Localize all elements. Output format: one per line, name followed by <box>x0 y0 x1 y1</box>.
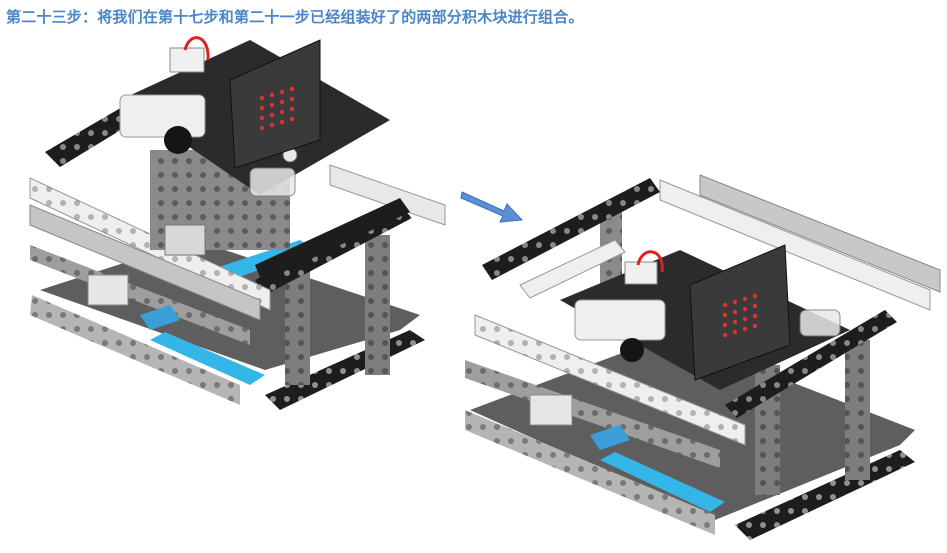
right-buzzer <box>620 338 644 362</box>
left-ultrasonic-sensor <box>250 168 295 196</box>
left-motor-housing <box>88 275 128 305</box>
right-battery-pack <box>575 300 665 340</box>
right-power-connector <box>625 262 657 284</box>
right-motor-housing <box>530 395 572 425</box>
arrow-right-down-icon <box>461 192 522 222</box>
left-power-connector <box>170 48 204 72</box>
left-gear <box>165 225 205 255</box>
right-frame-post-right-holes <box>845 340 870 480</box>
left-frame-post-right-holes <box>365 235 390 375</box>
right-assembly <box>465 175 940 540</box>
left-buzzer <box>164 126 192 154</box>
right-ultrasonic-sensor <box>800 310 840 336</box>
left-battery-pack <box>120 95 205 137</box>
left-assembly <box>30 38 445 410</box>
